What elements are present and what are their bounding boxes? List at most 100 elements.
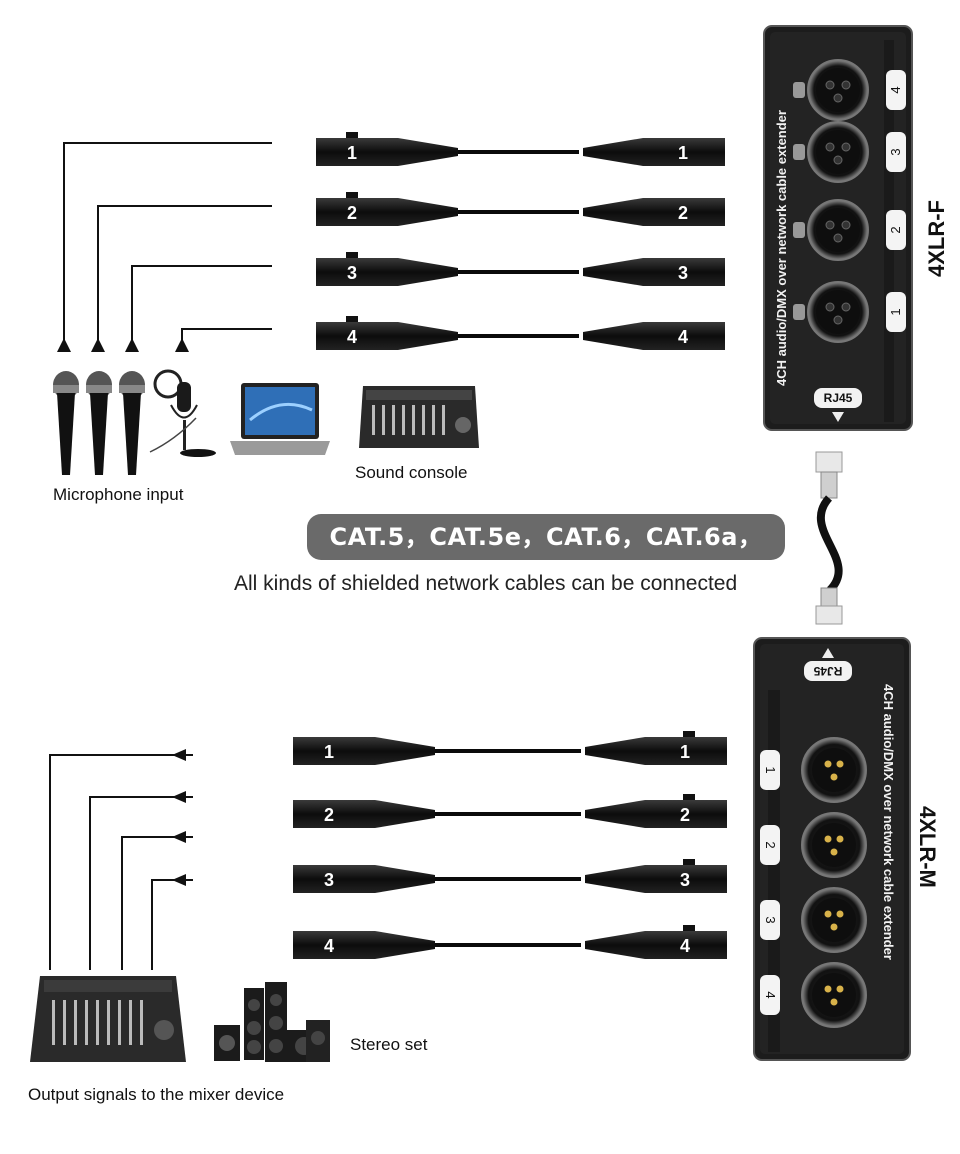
xlr-male-plug: 4 (293, 931, 435, 959)
channel-tag: 4 (760, 975, 780, 1015)
xlr-male-plug: 4 (583, 322, 725, 350)
cable-number-right: 3 (680, 870, 690, 890)
channel-tag: 2 (886, 210, 906, 250)
xlr-male-jack: 2 (760, 812, 867, 878)
xlr-m-jacks: 1 2 3 4 (760, 737, 867, 1028)
xlr-female-jack: 4 (793, 59, 906, 121)
cable-number-right: 2 (680, 805, 690, 825)
xlr-male-plug: 1 (293, 737, 435, 765)
cable-number-left: 4 (324, 936, 334, 956)
rj45-label-bottom: RJ45 (813, 664, 842, 678)
studio-mic-icon (149, 369, 216, 457)
cable-number-left: 3 (347, 263, 357, 283)
cable-number-left: 2 (324, 805, 334, 825)
channel-number: 3 (763, 916, 778, 923)
channel-tag: 4 (886, 70, 906, 110)
latch-icon (793, 222, 805, 238)
xlr-female-plug: 4 (585, 925, 727, 959)
cable-types-pill: CAT.5，CAT.5e，CAT.6，CAT.6a，CAT.7 (307, 514, 785, 597)
shielded-cable-note: All kinds of shielded network cables can… (234, 572, 738, 595)
xlr-m-model-label: 4XLR-M (915, 806, 940, 888)
microphone-input-label: Microphone input (53, 485, 184, 504)
cable-number-left: 4 (347, 327, 357, 347)
rj45-port-bottom: RJ45 (804, 648, 852, 681)
xlr-male-plug: 2 (583, 198, 725, 226)
channel-number: 4 (763, 991, 778, 998)
xlr-male-jack: 4 (760, 962, 867, 1028)
input-routing-lines (63, 142, 272, 345)
xlr-female-plug: 3 (585, 859, 727, 893)
xlr-male-plug: 1 (583, 138, 725, 166)
xlr-f-extender-box: 4 3 2 1 RJ45 4CH audio/DMX over network cab… (763, 25, 913, 431)
cable-number-left: 1 (347, 143, 357, 163)
sound-console-label: Sound console (355, 463, 468, 482)
cable-number-right: 1 (678, 143, 688, 163)
cable-number-right: 3 (678, 263, 688, 283)
cable-number-left: 3 (324, 870, 334, 890)
xlr-m-description: 4CH audio/DMX over network cable extende… (881, 684, 896, 960)
latch-icon (793, 144, 805, 160)
xlr-female-jack: 3 (793, 121, 906, 183)
channel-number: 1 (888, 308, 903, 315)
rj45-port-top: RJ45 (814, 388, 862, 422)
xlr-female-jack: 1 (793, 281, 906, 343)
channel-tag: 1 (886, 292, 906, 332)
channel-number: 4 (888, 86, 903, 93)
output-routing-lines (49, 754, 193, 970)
channel-tag: 2 (760, 825, 780, 865)
sound-console-icon (359, 386, 479, 448)
cable-number-left: 2 (347, 203, 357, 223)
input-arrow-heads (57, 338, 189, 352)
xlr-female-plug: 2 (585, 794, 727, 828)
xlr-f-model-label: 4XLR-F (924, 200, 949, 277)
cable-number-left: 1 (324, 742, 334, 762)
xlr-male-plug: 2 (293, 800, 435, 828)
rj45-label-top: RJ45 (824, 391, 853, 405)
xlr-female-plug: 1 (585, 731, 727, 765)
channel-number: 1 (763, 766, 778, 773)
latch-icon (793, 304, 805, 320)
channel-number: 3 (888, 148, 903, 155)
xlr-male-jack: 1 (760, 737, 867, 803)
stereo-speakers-icon (214, 982, 330, 1062)
xlr-female-plug: 3 (316, 252, 458, 286)
mixer-icon (30, 976, 186, 1062)
output-arrow-heads (172, 749, 186, 886)
channel-number: 2 (763, 841, 778, 848)
cable-number-right: 4 (678, 327, 688, 347)
channel-tag: 1 (760, 750, 780, 790)
channel-number: 2 (888, 226, 903, 233)
microphone-icons (53, 371, 145, 475)
xlr-female-jack: 2 (793, 199, 906, 261)
cable-number-right: 1 (680, 742, 690, 762)
cable-number-right: 2 (678, 203, 688, 223)
xlr-female-plug: 2 (316, 192, 458, 226)
channel-tag: 3 (760, 900, 780, 940)
xlr-female-plug: 4 (316, 316, 458, 350)
xlr-male-plug: 3 (293, 865, 435, 893)
xlr-f-jacks: 4 3 2 1 (793, 59, 906, 343)
cable-number-right: 4 (680, 936, 690, 956)
channel-tag: 3 (886, 132, 906, 172)
xlr-m-extender-box: 1 2 3 4 RJ45 4CH audio/DMX over network cab… (753, 637, 911, 1061)
network-cable-icon (815, 451, 843, 625)
xlr-male-plug: 3 (583, 258, 725, 286)
output-mixer-label: Output signals to the mixer device (28, 1085, 285, 1104)
laptop-icon (230, 383, 330, 455)
xlr-female-plug: 1 (316, 132, 458, 166)
stereo-set-label: Stereo set (350, 1035, 428, 1054)
xlr-male-jack: 3 (760, 887, 867, 953)
xlr-f-description: 4CH audio/DMX over network cable extende… (774, 110, 789, 386)
latch-icon (793, 82, 805, 98)
